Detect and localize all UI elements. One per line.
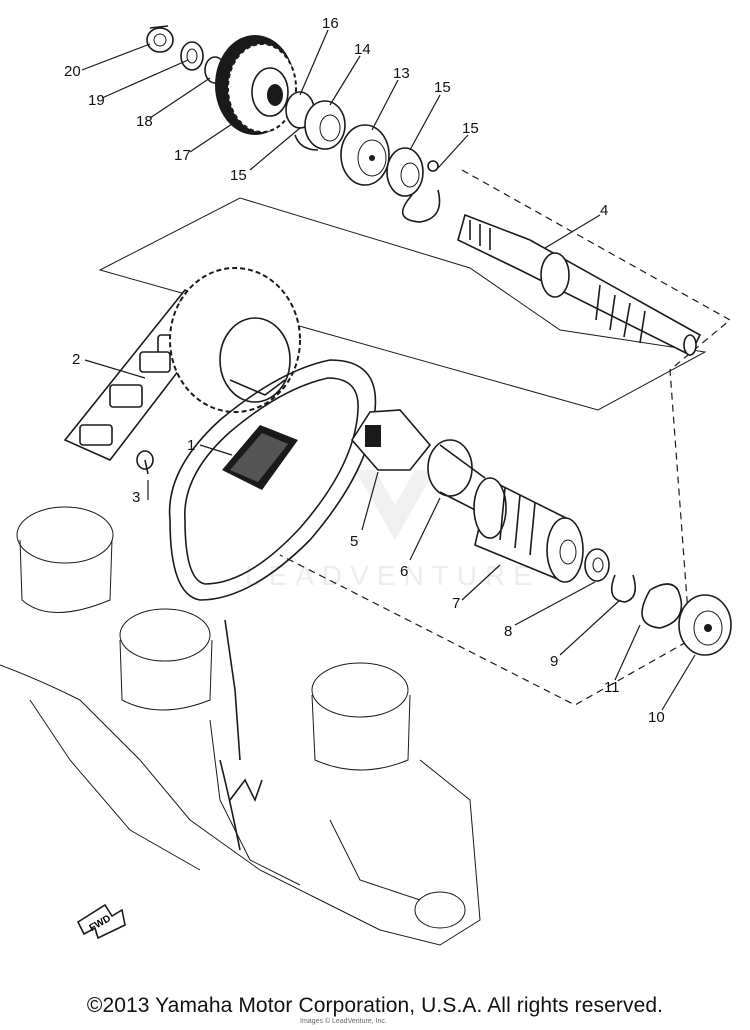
label-3: 3 xyxy=(132,489,140,506)
label-1: 1 xyxy=(187,437,195,454)
image-credit: Images © LeadVenture, Inc. xyxy=(300,1018,387,1025)
shift-drum-assembly xyxy=(351,409,732,656)
crankcase-sketch xyxy=(0,506,481,946)
shaft xyxy=(457,213,702,357)
gear-cluster-top xyxy=(146,25,441,223)
screw xyxy=(136,450,154,475)
label-19: 19 xyxy=(88,92,105,109)
watermark: LEADVENTURE xyxy=(245,470,540,591)
label-13: 14 xyxy=(354,41,371,58)
label-14: 15 xyxy=(434,79,451,96)
dashed-outline xyxy=(279,169,732,706)
leader-lines xyxy=(81,29,696,711)
chain xyxy=(168,359,377,601)
label-9: 9 xyxy=(550,653,558,670)
shaft-plane-outline xyxy=(98,197,707,411)
label-6: 6 xyxy=(400,563,408,580)
label-7: 7 xyxy=(452,595,460,612)
part-labels: 20 19 18 17 15 16 14 13 15 15 4 2 1 3 5 … xyxy=(64,15,665,726)
label-15a: 15 xyxy=(462,120,479,137)
label-12: 13 xyxy=(393,65,410,82)
label-8: 8 xyxy=(504,623,512,640)
label-16: 16 xyxy=(322,15,339,32)
label-17: 17 xyxy=(174,147,191,164)
label-2: 2 xyxy=(72,351,80,368)
damper-block xyxy=(222,425,298,490)
rear-gear xyxy=(169,267,301,413)
label-4: 4 xyxy=(600,202,608,219)
label-5: 5 xyxy=(350,533,358,550)
label-18: 18 xyxy=(136,113,153,130)
fwd-arrow: FWD xyxy=(76,903,126,940)
label-20: 20 xyxy=(64,63,81,80)
label-11: 11 xyxy=(604,679,620,696)
label-15b: 15 xyxy=(230,167,247,184)
copyright-notice: ©2013 Yamaha Motor Corporation, U.S.A. A… xyxy=(86,994,664,1017)
watermark-text: LEADVENTURE xyxy=(245,560,540,591)
label-10: 10 xyxy=(648,709,665,726)
